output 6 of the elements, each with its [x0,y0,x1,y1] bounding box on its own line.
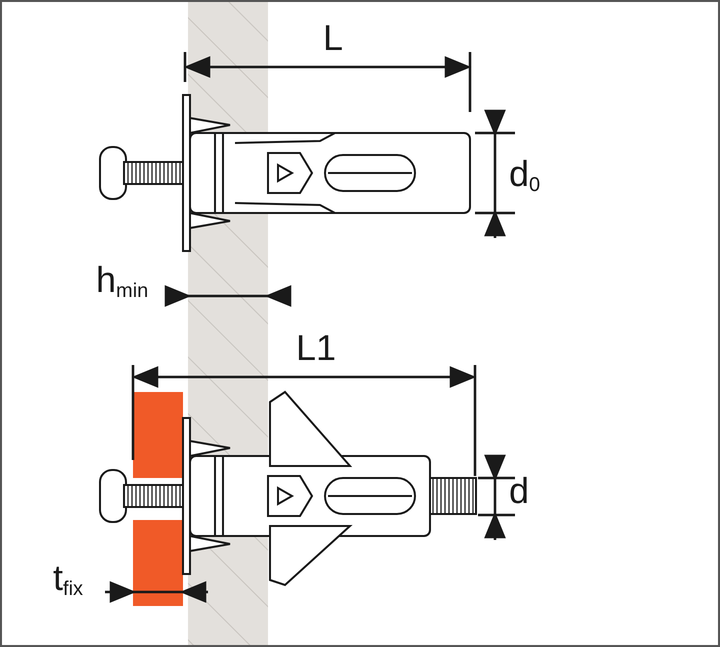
dimension-label: h$_{min}$ [96,262,148,298]
dimension-label: L [323,20,344,56]
dimension-label: d [509,473,530,509]
dimension-label: L1 [296,330,336,366]
dimension-label: t$_{fix}$ [53,560,84,596]
dimension-label: d$_{0}$ [509,156,540,192]
